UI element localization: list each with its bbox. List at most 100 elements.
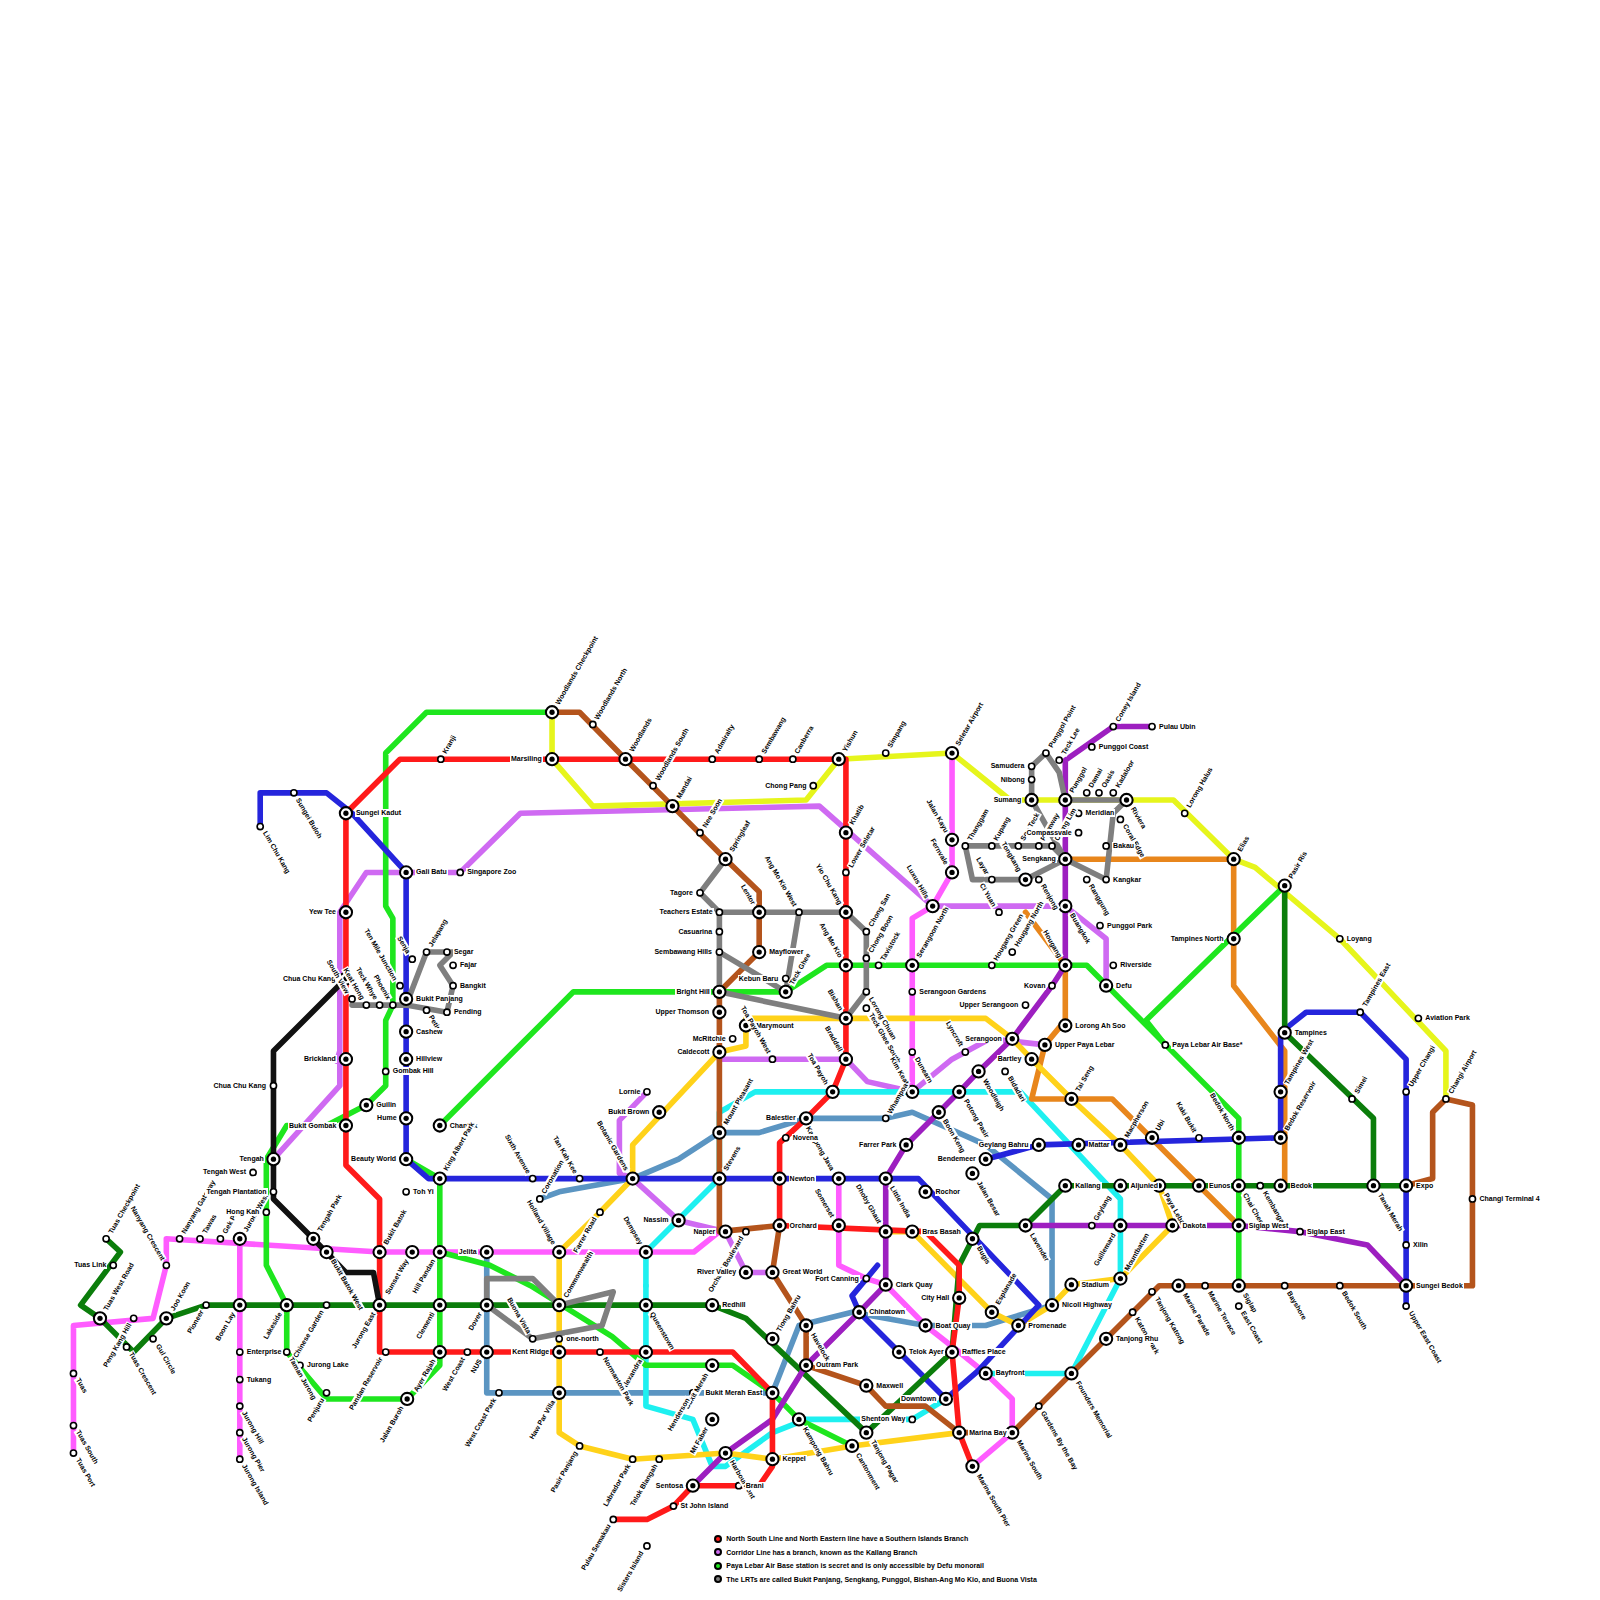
interchange-dot (97, 1316, 102, 1321)
interchange-dot (237, 1302, 242, 1307)
station-ring (773, 1219, 785, 1231)
interchange-dot (377, 1249, 382, 1254)
station-marker (70, 1422, 76, 1428)
station-ring (1049, 983, 1055, 989)
station-ring (1100, 1333, 1112, 1345)
station-ring (876, 962, 882, 968)
station-marker (1400, 1280, 1412, 1292)
station-marker (1297, 1229, 1303, 1235)
station-label: Dakota (1181, 1222, 1206, 1230)
station-marker (270, 1083, 276, 1089)
station-ring (1146, 1132, 1158, 1144)
station-ring (840, 1053, 852, 1065)
station-label: Newton (789, 1175, 816, 1183)
station-label: Siglap West (1248, 1222, 1290, 1230)
station-label: Clark Quay (895, 1281, 934, 1289)
interchange-dot (1042, 1042, 1047, 1047)
station-ring (909, 989, 915, 995)
station-marker (291, 790, 297, 796)
station-label: Loyang (1346, 935, 1373, 943)
interchange-dot (437, 1249, 442, 1254)
station-ring (730, 1036, 736, 1042)
station-ring (966, 1460, 978, 1472)
station-marker (880, 1279, 892, 1291)
station-marker (403, 1189, 409, 1195)
station-marker (1114, 1219, 1126, 1231)
station-ring (846, 1440, 858, 1452)
station-marker (203, 1302, 209, 1308)
station-marker (270, 1189, 276, 1195)
legend-text: North South Line and North Eastern line … (726, 1534, 968, 1543)
station-ring (753, 946, 765, 958)
station-ring (1009, 949, 1015, 955)
station-marker (1072, 1139, 1084, 1151)
station-ring (434, 1172, 446, 1184)
station-label: Orchard (789, 1222, 818, 1230)
station-marker (753, 946, 765, 958)
station-ring (946, 747, 958, 759)
station-marker (653, 1106, 665, 1118)
station-marker (1089, 1222, 1095, 1228)
station-ring (906, 959, 918, 971)
station-ring (650, 783, 656, 789)
station-label: Lorong Ah Soo (1074, 1022, 1126, 1030)
station-label: Ang Mo Kio West (763, 854, 800, 909)
station-ring (644, 1089, 650, 1095)
station-ring (927, 900, 939, 912)
station-ring (70, 1422, 76, 1428)
interchange-dot (1282, 883, 1287, 888)
station-ring (94, 1312, 106, 1324)
station-label: Bangkit (459, 982, 487, 990)
interchange-dot (717, 1176, 722, 1181)
station-marker (909, 1049, 915, 1055)
interchange-dot (557, 1302, 562, 1307)
station-ring (753, 906, 765, 918)
station-marker (833, 753, 845, 765)
station-label: Marina South (1014, 1438, 1044, 1482)
station-ring (962, 1049, 968, 1055)
station-ring (946, 1346, 958, 1358)
station-marker (556, 1336, 562, 1342)
station-ring (360, 1099, 372, 1111)
interchange-dot (836, 1223, 841, 1228)
metro-line (1026, 1226, 1407, 1286)
station-marker (537, 1196, 543, 1202)
station-marker (919, 1186, 931, 1198)
station-marker (457, 869, 463, 875)
station-ring (1097, 922, 1103, 928)
station-ring (833, 1172, 845, 1184)
station-marker (1100, 980, 1112, 992)
station-ring (481, 1299, 493, 1311)
station-ring (716, 909, 722, 915)
station-ring (397, 983, 403, 989)
station-marker (360, 1099, 372, 1111)
station-marker (237, 1430, 243, 1436)
station-label: Little India (888, 1184, 913, 1220)
station-marker (863, 955, 869, 961)
station-marker (438, 756, 444, 762)
station-marker (946, 866, 958, 878)
station-marker (481, 1299, 493, 1311)
station-ring (257, 823, 263, 829)
station-marker (237, 1377, 243, 1383)
station-marker (906, 959, 918, 971)
station-label: Kampong Java (804, 1125, 837, 1174)
station-label: Woodlands Checkpoint (554, 634, 601, 707)
station-label: Jurong East (350, 1310, 378, 1351)
station-ring (1039, 1039, 1051, 1051)
station-marker (730, 1036, 736, 1042)
station-label: Gombak Hill (392, 1067, 435, 1075)
station-marker (1114, 1272, 1126, 1284)
station-marker (320, 1246, 332, 1258)
station-marker (769, 1056, 775, 1062)
station-ring (383, 1068, 389, 1074)
station-label: Nibong (1000, 776, 1026, 784)
station-ring (1065, 1093, 1077, 1105)
station-ring (640, 1346, 652, 1358)
station-ring (401, 1393, 413, 1405)
station-ring (860, 1427, 872, 1439)
station-marker (863, 989, 869, 995)
station-label: Sixth Avenue (502, 1132, 532, 1176)
station-ring (1415, 1015, 1421, 1021)
interchange-dot (1278, 1183, 1283, 1188)
